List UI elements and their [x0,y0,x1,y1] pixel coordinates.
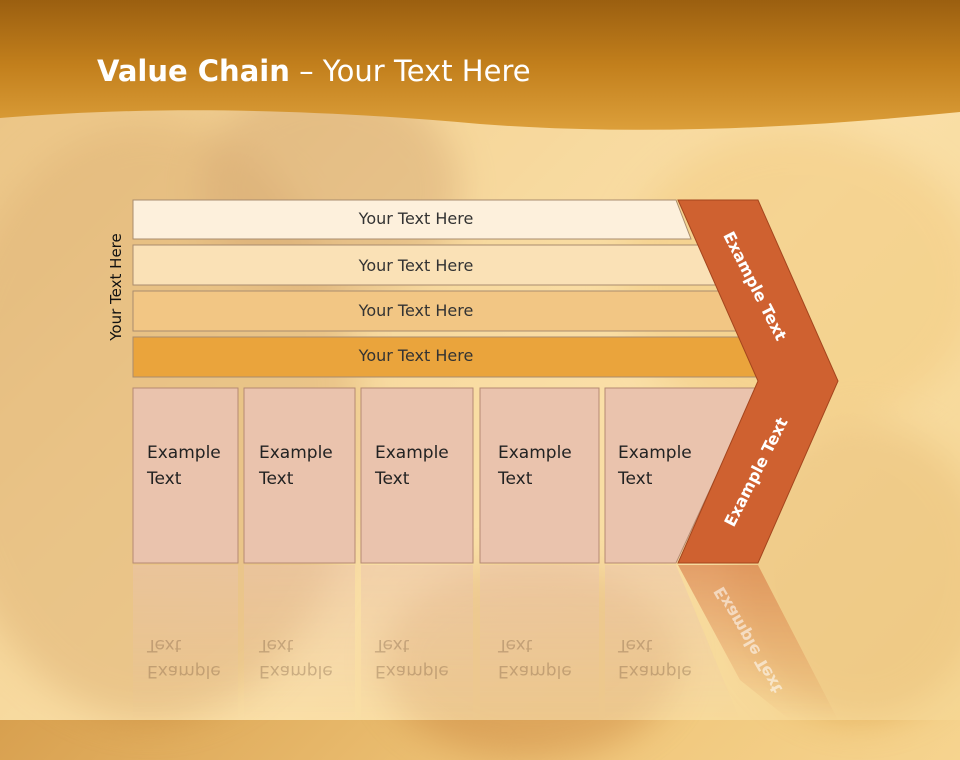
row-bar-1 [132,199,692,240]
slide-title: Value Chain – Your Text Here [97,54,531,88]
cell-reflection-1 [133,565,238,720]
cell-text-2: Example Text [259,440,355,492]
chevron-arrow [677,199,839,564]
cell-text-1: Example Text [147,440,243,492]
cell-reflection-3 [361,565,473,720]
diagram-reflection [133,565,838,720]
cell-text-2-line1: Example [259,443,333,463]
cell-text-4-line1: Example [498,443,572,463]
header-band [0,0,960,130]
cell-text-5-line1: Example [618,443,692,463]
cell-text-4-line2: Text [498,469,533,489]
cell-text-1-line2: Text [147,469,182,489]
cell-text-2-line2: Text [259,469,294,489]
row-label-1: Your Text Here [358,209,474,228]
cell-reflection-5 [605,565,740,720]
cell-box-1 [132,387,239,564]
cell-text-4: Example Text [498,440,594,492]
row-label-2: Your Text Here [358,256,474,275]
cell-text-1-line1: Example [147,443,221,463]
title-bold: Value Chain [97,54,290,88]
cell-text-5-line2: Text [618,469,653,489]
title-rest: – Your Text Here [289,54,531,88]
cell-text-3-line2: Text [375,469,410,489]
cell-reflection-2 [244,565,355,720]
row-label-4: Your Text Here [358,346,474,365]
cell-text-5: Example Text [618,440,714,492]
chevron-reflection [678,565,838,720]
row-label-3: Your Text Here [358,301,474,320]
value-chain-diagram [132,199,839,720]
cell-box-3 [360,387,474,564]
cell-reflection-4 [480,565,599,720]
cell-text-3-line1: Example [375,443,449,463]
cell-text-3: Example Text [375,440,471,492]
cell-box-2 [243,387,356,564]
cell-box-5 [604,387,758,564]
cell-box-4 [479,387,600,564]
